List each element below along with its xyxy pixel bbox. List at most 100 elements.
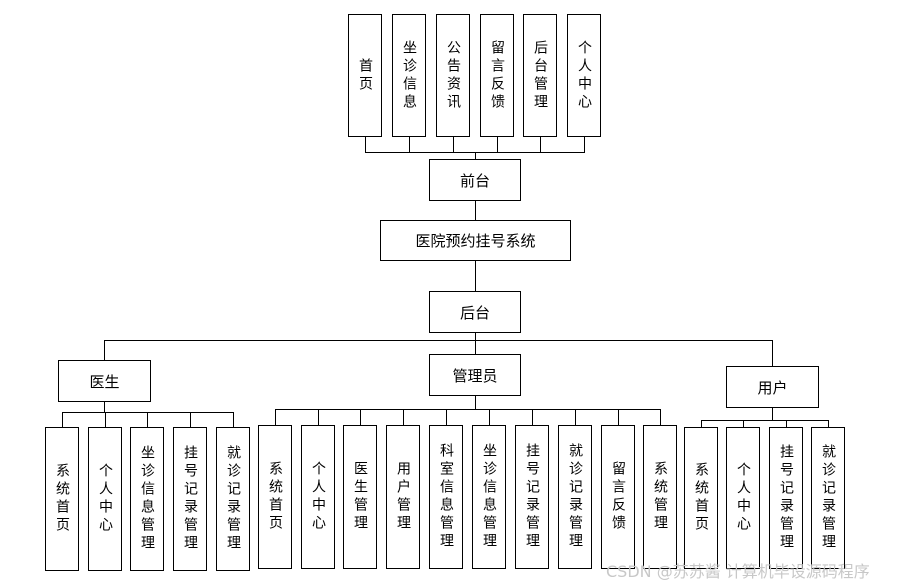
connector — [772, 340, 773, 367]
doctor-item-dashboard: 系统首页 — [45, 427, 79, 571]
connector — [475, 333, 476, 341]
admin-item-visit-mgmt: 就诊记录管理 — [558, 425, 592, 569]
front-item-announcements: 公告资讯 — [436, 14, 470, 137]
doctor-item-consult-mgmt: 坐诊信息管理 — [130, 427, 164, 571]
front-item-announcements-label: 公告资讯 — [445, 39, 461, 112]
doctor-item-visit-mgmt: 就诊记录管理 — [216, 427, 250, 571]
doctor-node-label: 医生 — [89, 372, 120, 391]
connector — [104, 340, 773, 341]
connector — [701, 420, 829, 421]
doctor-item-personal-center-label: 个人中心 — [97, 463, 113, 535]
front-item-feedback-label: 留言反馈 — [489, 39, 505, 112]
admin-item-department-mgmt: 科室信息管理 — [429, 425, 463, 569]
admin-item-doctor-mgmt-label: 医生管理 — [352, 461, 368, 533]
admin-item-personal-center-label: 个人中心 — [310, 461, 326, 533]
doctor-node: 医生 — [58, 360, 151, 402]
connector — [62, 412, 234, 413]
connector — [701, 420, 702, 428]
admin-item-registration-mgmt: 挂号记录管理 — [515, 425, 549, 569]
connector — [743, 420, 744, 428]
admin-node-label: 管理员 — [452, 366, 498, 385]
system-root-node: 医院预约挂号系统 — [380, 220, 571, 261]
connector — [147, 412, 148, 428]
user-item-personal-center-label: 个人中心 — [735, 462, 751, 534]
user-item-personal-center: 个人中心 — [726, 427, 760, 569]
admin-item-personal-center: 个人中心 — [301, 425, 335, 569]
admin-item-user-mgmt: 用户管理 — [386, 425, 420, 569]
user-item-visit-mgmt-label: 就诊记录管理 — [820, 444, 836, 552]
connector — [190, 412, 191, 428]
front-item-personal-center-label: 个人中心 — [576, 39, 592, 112]
connector — [497, 137, 498, 153]
admin-item-visit-mgmt-label: 就诊记录管理 — [567, 443, 583, 551]
connector — [540, 137, 541, 153]
doctor-item-visit-mgmt-label: 就诊记录管理 — [225, 445, 241, 553]
doctor-item-registration-mgmt-label: 挂号记录管理 — [182, 445, 198, 553]
connector — [275, 409, 661, 410]
back-node: 后台 — [429, 291, 521, 333]
front-item-personal-center: 个人中心 — [567, 14, 601, 137]
front-node: 前台 — [429, 159, 521, 201]
user-item-registration-mgmt-label: 挂号记录管理 — [778, 444, 794, 552]
front-item-backend-admin-label: 后台管理 — [532, 39, 548, 112]
connector — [446, 409, 447, 426]
admin-item-dashboard-label: 系统首页 — [267, 461, 283, 533]
connector — [453, 137, 454, 153]
doctor-item-dashboard-label: 系统首页 — [54, 463, 70, 535]
connector — [105, 412, 106, 428]
connector — [62, 412, 63, 428]
admin-item-doctor-mgmt: 医生管理 — [343, 425, 377, 569]
connector — [360, 409, 361, 426]
doctor-item-personal-center: 个人中心 — [88, 427, 122, 571]
connector — [475, 152, 476, 160]
system-root-label: 医院预约挂号系统 — [415, 232, 536, 250]
connector — [575, 409, 576, 426]
admin-item-department-mgmt-label: 科室信息管理 — [438, 443, 454, 551]
front-item-consult-info-label: 坐诊信息 — [401, 39, 417, 112]
admin-item-consult-mgmt: 坐诊信息管理 — [472, 425, 506, 569]
user-item-visit-mgmt: 就诊记录管理 — [811, 427, 845, 569]
admin-item-user-mgmt-label: 用户管理 — [395, 461, 411, 533]
front-item-home: 首页 — [348, 14, 382, 137]
watermark: CSDN @苏苏酱 计算机毕设源码程序 — [606, 562, 870, 581]
connector — [409, 137, 410, 153]
admin-item-consult-mgmt-label: 坐诊信息管理 — [481, 443, 497, 551]
user-node-label: 用户 — [757, 378, 788, 397]
user-item-dashboard: 系统首页 — [684, 427, 718, 569]
back-node-label: 后台 — [459, 303, 490, 322]
connector — [772, 408, 773, 421]
connector — [489, 409, 490, 426]
connector — [104, 402, 105, 413]
front-item-backend-admin: 后台管理 — [523, 14, 557, 137]
connector — [104, 340, 105, 361]
connector — [403, 409, 404, 426]
user-item-registration-mgmt: 挂号记录管理 — [769, 427, 803, 569]
doctor-item-registration-mgmt: 挂号记录管理 — [173, 427, 207, 571]
connector — [475, 396, 476, 410]
admin-item-system-mgmt-label: 系统管理 — [652, 461, 668, 533]
connector — [365, 137, 366, 153]
connector — [275, 409, 276, 426]
user-item-dashboard-label: 系统首页 — [693, 462, 709, 534]
admin-item-dashboard: 系统首页 — [258, 425, 292, 569]
connector — [618, 409, 619, 426]
connector — [584, 137, 585, 153]
connector — [786, 420, 787, 428]
user-node: 用户 — [726, 366, 819, 408]
connector — [660, 409, 661, 426]
admin-item-system-mgmt: 系统管理 — [643, 425, 677, 569]
admin-item-feedback: 留言反馈 — [601, 425, 635, 569]
admin-item-feedback-label: 留言反馈 — [610, 461, 626, 533]
connector — [828, 420, 829, 428]
doctor-item-consult-mgmt-label: 坐诊信息管理 — [139, 445, 155, 553]
connector — [318, 409, 319, 426]
front-item-home-label: 首页 — [357, 57, 373, 94]
connector — [475, 201, 476, 221]
front-item-consult-info: 坐诊信息 — [392, 14, 426, 137]
connector — [475, 340, 476, 355]
front-node-label: 前台 — [459, 171, 490, 190]
connector — [233, 412, 234, 428]
front-item-feedback: 留言反馈 — [480, 14, 514, 137]
connector — [532, 409, 533, 426]
admin-node: 管理员 — [429, 354, 521, 396]
